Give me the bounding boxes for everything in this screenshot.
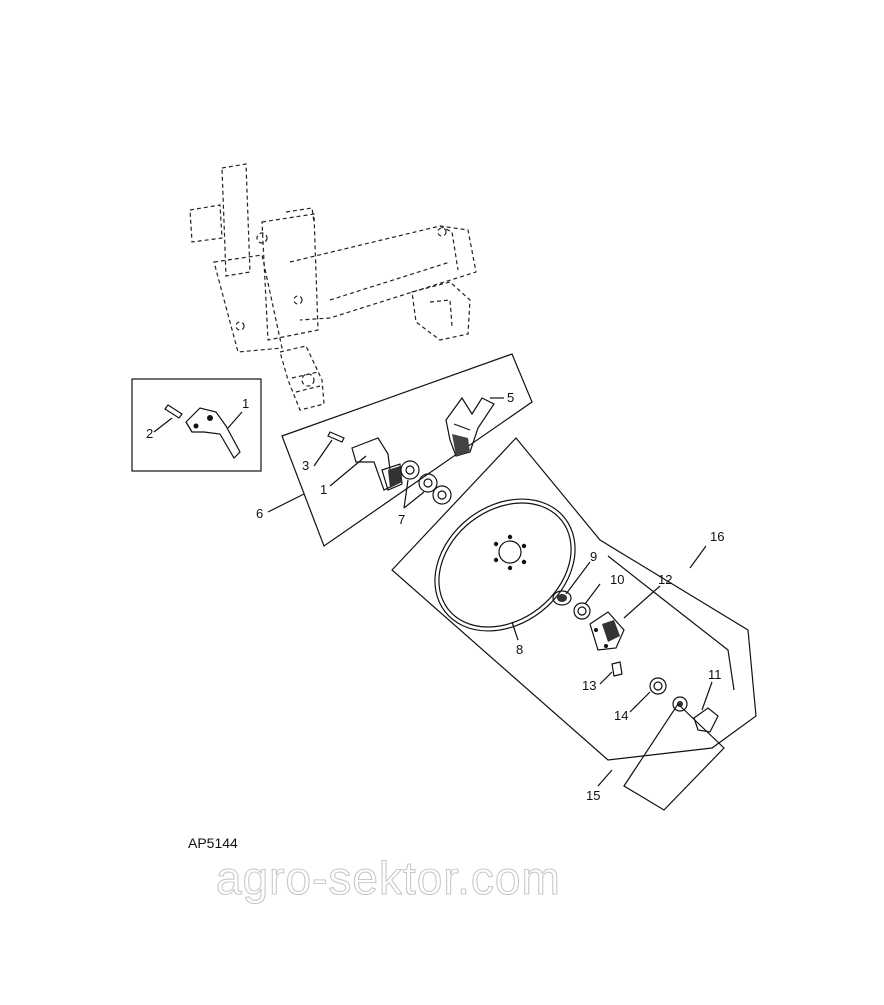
part-14-washer (649, 677, 667, 695)
leader-9 (565, 561, 591, 595)
callout-1-inset: 1 (242, 396, 249, 411)
leader-1b (329, 455, 367, 487)
part-7-washers (400, 460, 452, 505)
leader-14 (629, 691, 651, 713)
leader-8 (511, 621, 519, 641)
figure-code: AP5144 (188, 835, 238, 851)
watermark-text: agro-sektor.com (216, 852, 561, 904)
leader-3 (313, 439, 333, 467)
callout-5: 5 (507, 390, 514, 405)
part-3-bolt (327, 431, 345, 443)
callout-13: 13 (582, 678, 596, 693)
callout-3: 3 (302, 458, 309, 473)
leader-15 (597, 769, 613, 787)
part-10-seal (573, 602, 591, 620)
part-13-bolt (611, 661, 623, 677)
leader-11 (701, 681, 713, 711)
callout-2: 2 (146, 426, 153, 441)
callout-11: 11 (708, 667, 722, 682)
part-1-scraper-inset (185, 407, 241, 459)
callout-15: 15 (586, 788, 600, 803)
part-12-hub (589, 611, 625, 651)
leader-12 (623, 585, 661, 619)
leader-10 (584, 583, 601, 605)
part-11-cap (693, 707, 719, 733)
callout-7: 7 (398, 512, 405, 527)
callout-10: 10 (610, 572, 624, 587)
leader-12-group (607, 555, 735, 691)
leader-13 (599, 671, 613, 685)
leader-6 (267, 493, 305, 513)
leader-7 (403, 479, 425, 509)
inset-box (131, 378, 262, 472)
group-15-panel (623, 703, 725, 811)
callout-9: 9 (590, 549, 597, 564)
callout-6: 6 (256, 506, 263, 521)
frame-assembly-phantom (189, 163, 477, 411)
callout-12: 12 (658, 572, 672, 587)
group-16-panel (391, 437, 757, 761)
callout-1: 1 (320, 482, 327, 497)
part-9-bearing (552, 590, 572, 606)
part-2-pin (164, 404, 183, 419)
leader-2 (153, 417, 173, 433)
callout-14: 14 (614, 708, 628, 723)
callout-8: 8 (516, 642, 523, 657)
leader-16 (689, 545, 707, 569)
group-6-panel (281, 353, 533, 547)
leader-1a (227, 411, 243, 429)
part-1-bracket (351, 437, 403, 491)
part-15-hub-nut (672, 696, 688, 712)
part-8-disc (434, 498, 576, 632)
part-5-scraper-blade (445, 396, 495, 457)
callout-16: 16 (710, 529, 724, 544)
